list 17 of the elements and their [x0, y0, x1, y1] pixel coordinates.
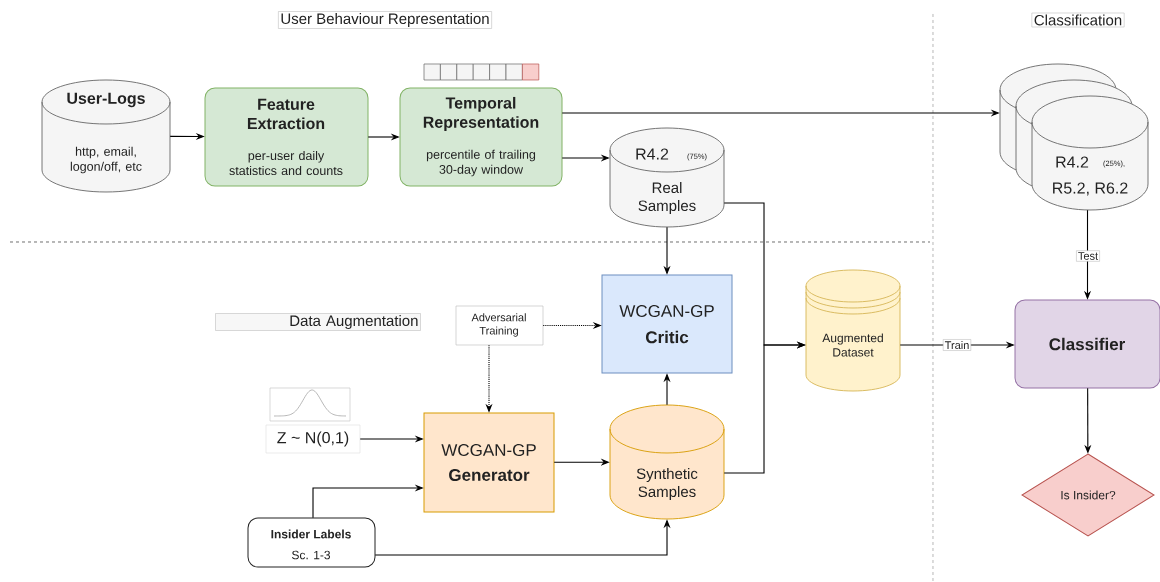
annotation-box: Adversarial Training	[455, 305, 544, 346]
database-cylinder: Augmented Dataset	[805, 269, 901, 392]
process-box: WCGAN-GP Critic	[601, 274, 733, 374]
section-title: Classification	[1031, 12, 1125, 28]
process-box: WCGAN-GP Generator	[423, 412, 555, 513]
section-title: Data Augmentation	[215, 313, 421, 331]
database-cylinder: User-Logs http, email, logon/off, etc	[41, 79, 171, 193]
node-label: R5.2, R6.2	[1053, 182, 1128, 196]
process-box: Feature Extraction per-user daily statistics and counts	[204, 87, 369, 187]
process-box: Temporal Representation percentile of trailing 30-day window	[399, 87, 563, 187]
edge-label: Test	[1076, 250, 1100, 262]
edge-label: Train	[942, 339, 972, 351]
database-cylinder: Synthetic Samples	[609, 404, 725, 520]
rounded-box: Insider Labels Sc. 1-3	[247, 517, 376, 568]
section-title: User Behaviour Representation	[278, 11, 492, 29]
input-box: Z ~ N(0,1)	[265, 424, 361, 454]
process-box: Classifier	[1014, 299, 1160, 389]
